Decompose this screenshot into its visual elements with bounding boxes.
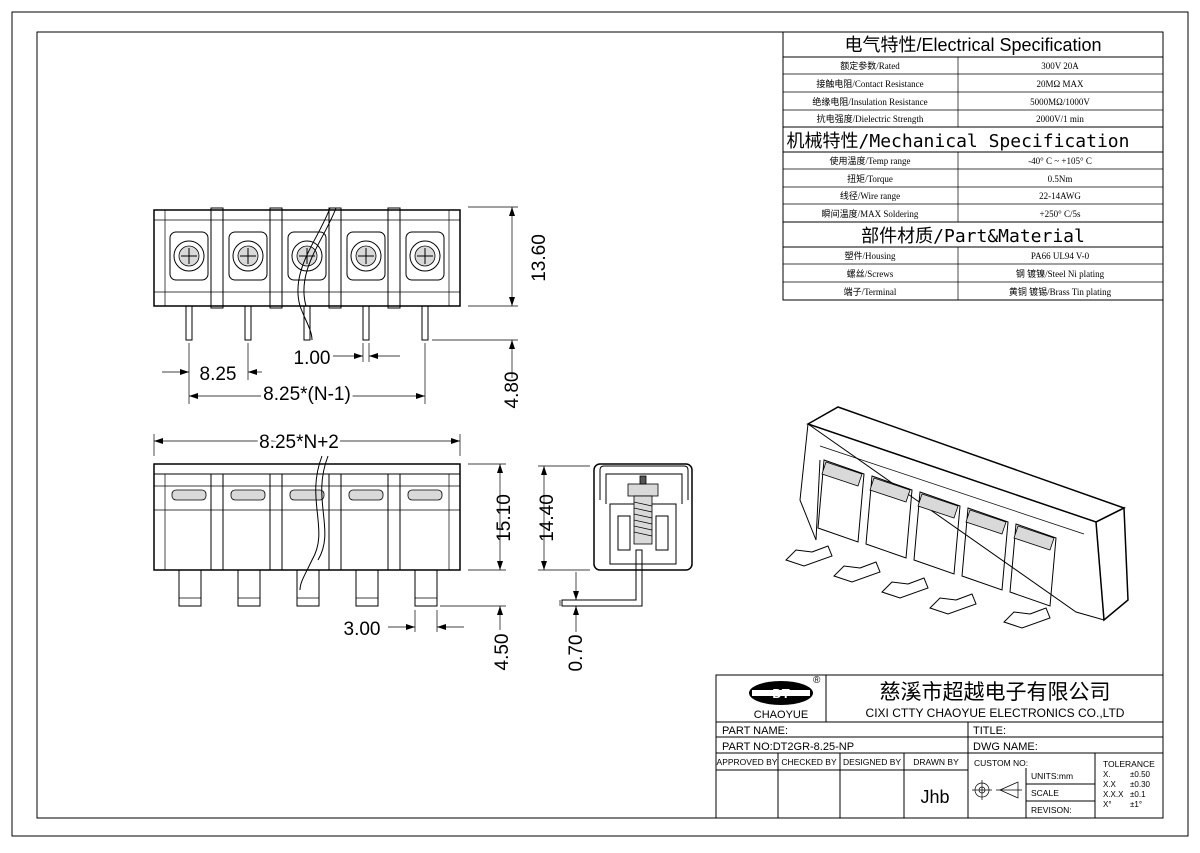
tolerance-label: TOLERANCE xyxy=(1103,759,1155,769)
dim-pitch: 8.25 xyxy=(200,364,237,385)
iso-cavity-3 xyxy=(881,491,961,599)
dim-pitch-total: 8.25*(N-1) xyxy=(263,384,351,405)
checked-by-label: CHECKED BY xyxy=(781,757,837,767)
electrical-row-value: 20MΩ MAX xyxy=(1037,79,1084,89)
units-label: UNITS:mm xyxy=(1031,771,1073,781)
approved-by-label: APPROVED BY xyxy=(717,757,778,767)
part-name-label: PART NAME: xyxy=(722,725,788,737)
tolerance-value: ±0.30 xyxy=(1130,780,1151,789)
logo-text: CHAOYUE xyxy=(754,709,808,721)
electrical-row-value: 2000V/1 min xyxy=(1036,114,1084,124)
tolerance-key: X° xyxy=(1103,800,1112,809)
tolerance-value: ±0.1 xyxy=(1130,790,1146,799)
material-heading: 部件材质/Part&Material xyxy=(861,226,1085,247)
part-no: PART NO:DT2GR-8.25-NP xyxy=(722,741,854,753)
material-row-label: 螺丝/Screws xyxy=(847,268,894,279)
mechanical-row-label: 扭矩/Torque xyxy=(847,173,893,184)
mechanical-row-value: 0.5Nm xyxy=(1048,174,1073,184)
screw-4 xyxy=(346,231,386,281)
dim-body-height: 15.10 xyxy=(494,494,515,542)
electrical-row-value: 5000MΩ/1000V xyxy=(1030,97,1090,107)
registered-mark: ® xyxy=(813,675,821,686)
front-dimensions: 13.60 4.80 1.00 8.25 8.25*(N-1) xyxy=(162,206,550,409)
designed-by-label: DESIGNED BY xyxy=(843,757,901,767)
electrical-row-label: 抗电强度/Dielectric Strength xyxy=(817,113,924,124)
mechanical-row-label: 使用温度/Temp range xyxy=(829,155,910,166)
iso-cavity-5 xyxy=(1003,523,1057,629)
material-row-label: 塑件/Housing xyxy=(844,250,896,261)
projection-symbol-icon xyxy=(972,780,1022,800)
custom-no-label: CUSTOM NO: xyxy=(974,758,1028,768)
bottom-dimensions: 15.10 4.50 3.00 xyxy=(344,463,515,671)
front-view xyxy=(153,207,461,341)
material-row-value: 钢 镀镍/Steel Ni plating xyxy=(1016,268,1105,279)
dim-side-height: 14.40 xyxy=(537,494,558,542)
mechanical-row-value: 22-14AWG xyxy=(1039,191,1081,201)
dim-pin-thickness: 0.70 xyxy=(566,635,587,672)
material-row-value: 黄铜 镀锡/Brass Tin plating xyxy=(1009,286,1112,297)
dim-pin-length: 4.80 xyxy=(502,372,523,409)
electrical-row-label: 接触电阻/Contact Resistance xyxy=(816,78,923,89)
title-label: TITLE: xyxy=(973,725,1006,737)
dim-overall-width: 8.25*N+2 xyxy=(259,432,339,453)
svg-text:DT: DT xyxy=(772,686,789,701)
dim-front-height: 13.60 xyxy=(529,234,550,282)
mechanical-row-value: +250° C/5s xyxy=(1040,209,1081,219)
drawn-by-value: Jhb xyxy=(920,787,949,807)
isometric-view xyxy=(785,406,1129,629)
side-section-view: 14.40 0.70 xyxy=(537,463,693,672)
tolerance-value: ±1° xyxy=(1130,800,1142,809)
electrical-row-label: 绝缘电阻/Insulation Resistance xyxy=(812,96,927,107)
title-block: DT ® CHAOYUE 慈溪市超越电子有限公司 CIXI CTTY CHAOY… xyxy=(715,674,1164,819)
dim-pin-length-bottom: 4.50 xyxy=(492,634,513,671)
spec-table: 电气特性/Electrical Specification 额定参数/Rated… xyxy=(782,31,1164,301)
inner-border xyxy=(36,31,1164,819)
dim-pin-width: 3.00 xyxy=(344,619,381,640)
outer-border xyxy=(11,11,1189,837)
electrical-row-label: 额定参数/Rated xyxy=(840,60,900,71)
dwg-name-label: DWG NAME: xyxy=(973,741,1038,753)
screw-1 xyxy=(169,231,209,281)
tolerance-value: ±0.50 xyxy=(1130,770,1151,779)
dim-pin-gap: 1.00 xyxy=(294,348,331,369)
tolerance-key: X.X xyxy=(1103,780,1117,789)
material-row-value: PA66 UL94 V-0 xyxy=(1031,251,1090,261)
mechanical-row-value: -40° C ~ +105° C xyxy=(1028,156,1092,166)
tolerance-key: X.X.X xyxy=(1103,790,1124,799)
mechanical-heading: 机械特性/Mechanical Specification xyxy=(787,131,1130,152)
company-name-cn: 慈溪市超越电子有限公司 xyxy=(880,681,1111,704)
screw-5 xyxy=(405,231,445,281)
iso-cavity-2 xyxy=(833,475,913,583)
iso-cavity-1 xyxy=(785,459,865,567)
drawn-by-label: DRAWN BY xyxy=(913,757,959,767)
tolerance-key: X. xyxy=(1103,770,1111,779)
screw-2 xyxy=(228,231,268,281)
revision-label: REVISON: xyxy=(1031,805,1072,815)
mechanical-row-label: 线径/Wire range xyxy=(840,190,900,201)
company-name-en: CIXI CTTY CHAOYUE ELECTRONICS CO.,LTD xyxy=(866,706,1125,720)
bottom-front-view: 8.25*N+2 xyxy=(153,429,461,607)
electrical-row-value: 300V 20A xyxy=(1041,61,1079,71)
material-row-label: 端子/Terminal xyxy=(844,286,897,297)
mechanical-row-label: 瞬间温度/MAX Soldering xyxy=(822,208,919,219)
company-logo: DT ® CHAOYUE xyxy=(749,675,821,721)
iso-cavity-4 xyxy=(929,507,1009,615)
scale-label: SCALE xyxy=(1031,788,1059,798)
electrical-heading: 电气特性/Electrical Specification xyxy=(844,35,1101,55)
